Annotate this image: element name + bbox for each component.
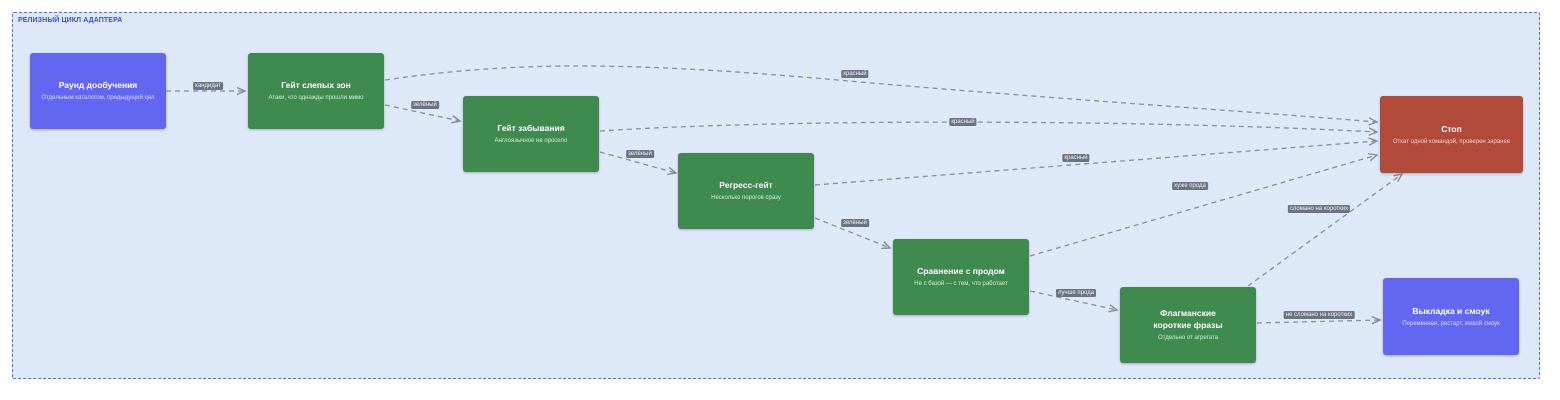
edge-regress-stop — [814, 141, 1377, 186]
node-regress-gate-subtitle: Несколько порогов сразу — [711, 195, 781, 201]
edge-regress-compare — [814, 217, 890, 248]
node-stop-title: Стоп — [1441, 123, 1462, 134]
node-stop-subtitle: Откат одной командой, проверен заранее — [1392, 138, 1511, 145]
node-forget-gate-title: Гейт забывания — [497, 123, 565, 133]
edge-label-green-3: зелёный — [841, 219, 869, 227]
node-deploy-subtitle: Переменная, рестарт, живой смоук — [1402, 320, 1500, 327]
node-regress-gate-title: Регресс-гейт — [719, 180, 773, 190]
edge-forget-stop — [599, 121, 1377, 132]
edge-label-not-broken: не сломано на коротких — [1283, 311, 1355, 319]
node-round[interactable]: Раунд дообучения Отдельным каталогом, пр… — [30, 53, 166, 129]
edge-label-worse: хуже прода — [1172, 182, 1208, 190]
node-regress-gate[interactable]: Регресс-гейт Несколько порогов сразу — [678, 153, 814, 229]
edge-label-red-2: красный — [949, 118, 977, 126]
edge-flagship-stop — [1247, 174, 1402, 287]
node-deploy-title: Выкладка и смоук — [1412, 305, 1490, 316]
node-forget-gate[interactable]: Гейт забывания Англоязычное не просело — [463, 96, 599, 172]
node-flagship-phrases-title: Флагманские короткие фразы — [1153, 308, 1223, 330]
node-deploy[interactable]: Выкладка и смоук Переменная, рестарт, жи… — [1383, 278, 1519, 355]
node-blind-gate-subtitle: Атаки, что однажды прошли мимо — [268, 95, 364, 101]
node-compare-prod[interactable]: Сравнение с продом Не с базой — с тем, ч… — [893, 239, 1029, 315]
node-flagship-phrases-subtitle: Отдельно от агрегата — [1158, 335, 1218, 341]
node-forget-gate-subtitle: Англоязычное не просело — [494, 138, 568, 144]
edge-label-candidate: кандидат — [193, 82, 223, 90]
edge-label-red-3: красный — [1062, 154, 1090, 162]
node-blind-gate-title: Гейт слепых зон — [281, 80, 351, 90]
node-compare-prod-title: Сравнение с продом — [917, 266, 1005, 276]
node-round-subtitle: Отдельным каталогом, предыдущий цел — [41, 95, 155, 101]
edge-compare-stop — [1029, 155, 1377, 257]
node-compare-prod-subtitle: Не с базой — с тем, что работает — [914, 281, 1008, 287]
edge-label-red-1: красный — [841, 70, 869, 78]
edge-label-better: лучше прода — [1055, 289, 1097, 297]
edge-compare-flagship — [1029, 290, 1117, 310]
node-round-title: Раунд дообучения — [58, 80, 138, 90]
edge-label-green-2: зелёный — [626, 150, 654, 158]
edge-flagship-deploy — [1256, 320, 1380, 323]
edge-label-broken: сломано на коротких — [1287, 205, 1351, 213]
edge-label-green-1: зелёный — [411, 101, 439, 109]
group-label: РЕЛИЗНЫЙ ЦИКЛ АДАПТЕРА — [18, 17, 123, 24]
edge-blind-forget — [384, 104, 460, 121]
node-flagship-phrases[interactable]: Флагманские короткие фразы Отдельно от а… — [1120, 287, 1256, 363]
node-stop[interactable]: Стоп Откат одной командой, проверен зара… — [1380, 96, 1523, 173]
node-blind-gate[interactable]: Гейт слепых зон Атаки, что однажды прошл… — [248, 53, 384, 129]
edge-forget-regress — [599, 151, 676, 173]
